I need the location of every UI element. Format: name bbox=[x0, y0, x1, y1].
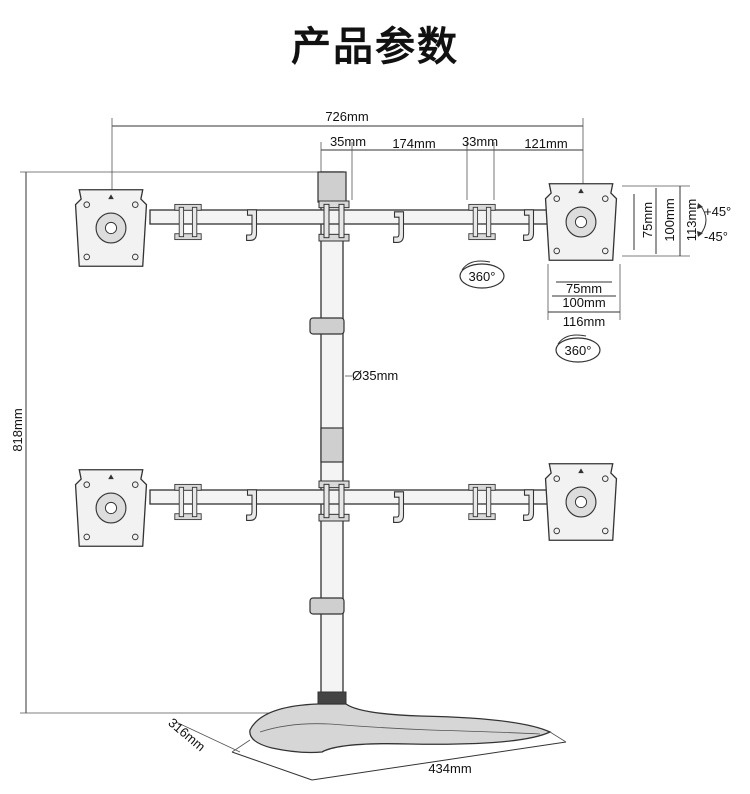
vesa-v100-label: 100mm bbox=[662, 198, 677, 241]
lower-cable-hook-1 bbox=[246, 489, 258, 522]
lower-arm bbox=[74, 463, 618, 547]
rotation-360-label-1: 360° bbox=[469, 269, 496, 284]
offset-174-label: 174mm bbox=[392, 136, 435, 151]
upper-cable-hook-1 bbox=[246, 209, 258, 241]
height-818-label: 818mm bbox=[10, 408, 25, 451]
vesa-plate-lower-left bbox=[74, 469, 148, 547]
vesa-horizontal-dimensions: 75mm 100mm 116mm bbox=[547, 264, 621, 329]
offset-33-label: 33mm bbox=[462, 134, 498, 149]
offset-35-label: 35mm bbox=[330, 134, 366, 149]
width-726-label: 726mm bbox=[325, 109, 368, 124]
rotation-360-label-2: 360° bbox=[565, 343, 592, 358]
upper-arm bbox=[74, 183, 618, 267]
vertical-pole: Ø35mm bbox=[309, 171, 398, 707]
offset-121-label: 121mm bbox=[524, 136, 567, 151]
vesa-vertical-dimensions: 75mm 100mm 113mm +45° -45° bbox=[622, 185, 731, 257]
vesa-plate-upper-left bbox=[74, 189, 148, 267]
height-dimension: 818mm bbox=[10, 171, 322, 714]
pole-diameter-label: Ø35mm bbox=[352, 368, 398, 383]
top-dimensions: 726mm 35mm 174mm 33mm 121mm bbox=[111, 109, 584, 200]
vesa-v75-label: 75mm bbox=[640, 202, 655, 238]
tilt-up-label: +45° bbox=[704, 204, 731, 219]
stand-base bbox=[249, 703, 552, 754]
vesa-plate-upper-right bbox=[544, 183, 618, 261]
vesa-v113-label: 113mm bbox=[684, 199, 699, 241]
vesa-h116-label: 116mm bbox=[563, 314, 605, 329]
vesa-plate-lower-right bbox=[544, 463, 618, 541]
vesa-h100-label: 100mm bbox=[562, 295, 605, 310]
rotation-badge-1: 360° bbox=[459, 260, 505, 289]
vesa-h75-label: 75mm bbox=[566, 281, 602, 296]
lower-cable-hook-2 bbox=[392, 491, 405, 524]
rotation-badge-2: 360° bbox=[555, 334, 601, 363]
upper-cable-hook-2 bbox=[392, 211, 405, 244]
upper-cable-hook-3 bbox=[522, 209, 535, 241]
lower-cable-hook-3 bbox=[522, 489, 535, 522]
page-title: 产品参数 bbox=[291, 24, 459, 70]
base-width-label: 434mm bbox=[428, 761, 471, 776]
tilt-down-label: -45° bbox=[704, 229, 728, 244]
